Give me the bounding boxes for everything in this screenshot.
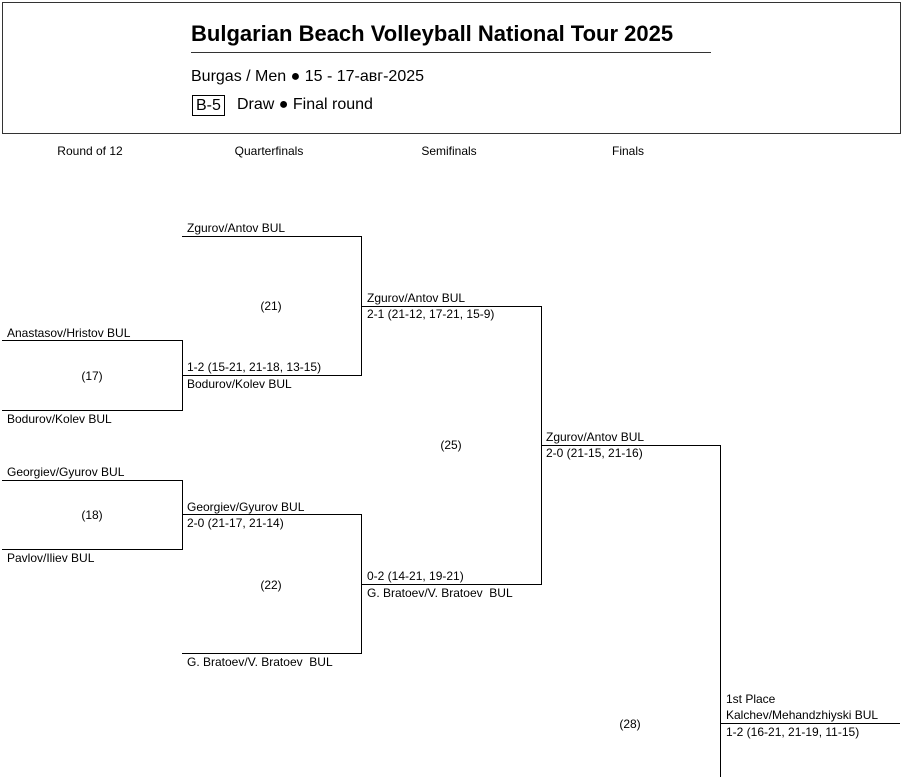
team-name: Zgurov/Antov BUL	[187, 221, 286, 235]
bracket-line	[2, 549, 182, 550]
match-score: 2-0 (21-17, 21-14)	[187, 516, 284, 530]
round-label-qf: Quarterfinals	[234, 144, 304, 158]
team-name: Zgurov/Antov BUL	[546, 430, 645, 444]
winner-label: 1st Place	[726, 692, 776, 706]
draw-label: Draw ● Final round	[237, 96, 373, 113]
round-label-r12: Round of 12	[57, 144, 123, 158]
bracket-line	[182, 236, 361, 237]
event-subtitle: Burgas / Men ● 15 - 17-авг-2025	[191, 68, 425, 85]
bracket-line	[182, 375, 361, 376]
round-label-sf: Semifinals	[421, 144, 477, 158]
bracket-line	[541, 445, 720, 446]
round-label-final: Finals	[611, 144, 645, 158]
match-score: 2-1 (21-12, 17-21, 15-9)	[367, 307, 495, 321]
team-name: Georgiev/Gyurov BUL	[187, 500, 305, 514]
team-name: G. Bratoev/V. Bratoev BUL	[187, 655, 333, 669]
team-name: Georgiev/Gyurov BUL	[7, 465, 125, 479]
team-name: Bodurov/Kolev BUL	[187, 377, 292, 391]
match-number: (28)	[619, 717, 641, 731]
winner-team: Kalchev/Mehandzhiyski BUL	[726, 708, 879, 722]
bracket-line	[2, 480, 182, 481]
draw-code-badge: B-5	[192, 95, 225, 116]
team-name: Bodurov/Kolev BUL	[7, 412, 112, 426]
bracket-line	[720, 723, 900, 724]
match-number: (22)	[260, 578, 282, 592]
match-score: 2-0 (21-15, 21-16)	[546, 446, 643, 460]
team-name: G. Bratoev/V. Bratoev BUL	[367, 586, 513, 600]
bracket-line	[2, 410, 182, 411]
match-number: (17)	[81, 369, 103, 383]
header-box	[2, 2, 901, 134]
bracket-line	[182, 514, 361, 515]
match-number: (21)	[260, 299, 282, 313]
team-name: Anastasov/Hristov BUL	[7, 326, 131, 340]
title-divider	[191, 52, 711, 53]
bracket-line	[720, 445, 721, 777]
bracket-line	[2, 340, 182, 341]
bracket-line	[182, 480, 183, 550]
bracket-line	[361, 306, 541, 307]
team-name: Pavlov/Iliev BUL	[7, 551, 95, 565]
match-number: (18)	[81, 508, 103, 522]
bracket-line	[361, 584, 541, 585]
page-title: Bulgarian Beach Volleyball National Tour…	[191, 21, 674, 46]
match-score: 1-2 (16-21, 21-19, 11-15)	[726, 725, 860, 739]
match-number: (25)	[440, 438, 462, 452]
match-score: 1-2 (15-21, 21-18, 13-15)	[187, 360, 322, 374]
team-name: Zgurov/Antov BUL	[367, 291, 466, 305]
bracket-line	[182, 653, 361, 654]
match-score: 0-2 (14-21, 19-21)	[367, 569, 464, 583]
